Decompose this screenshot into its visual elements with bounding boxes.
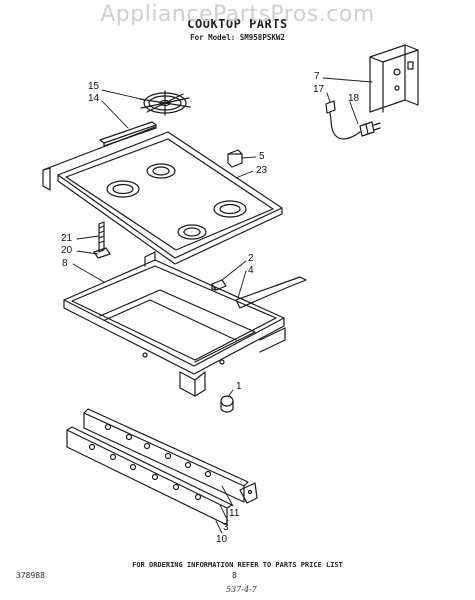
- burner-grate: [139, 90, 191, 116]
- wire-harness: [235, 276, 307, 309]
- catalog-number: 378988: [16, 571, 45, 580]
- burner-box-pan: [63, 251, 286, 397]
- callout-label: 15: [88, 81, 100, 92]
- control-knob: [220, 395, 234, 413]
- handwritten-mark: 537-4-7: [226, 585, 257, 594]
- side-box-bracket: [369, 44, 419, 113]
- small-bracket: [227, 149, 243, 168]
- callout-label: 18: [348, 93, 360, 104]
- callout-label: 2: [248, 253, 254, 264]
- callout-label: 1: [236, 381, 242, 392]
- callout-label: 21: [61, 233, 73, 244]
- front-manifold-panel: [83, 408, 249, 503]
- callout-label: 11: [229, 508, 240, 519]
- callout-label: 20: [61, 245, 73, 256]
- page-title: COOKTOP PARTS: [187, 17, 288, 31]
- ordering-info-note: FOR ORDERING INFORMATION REFER TO PARTS …: [132, 561, 343, 569]
- callout-label: 23: [256, 165, 268, 176]
- callout-label: 4: [248, 265, 254, 276]
- callout-label: 8: [62, 258, 68, 269]
- callout-label: 7: [314, 71, 320, 82]
- mounting-screw: [93, 221, 111, 259]
- callout-leader-lines: [72, 77, 373, 534]
- page-number: 8: [232, 571, 237, 580]
- igniter-switch-assembly: [325, 100, 381, 140]
- callout-label: 3: [223, 522, 229, 533]
- rear-trim-strip: [99, 121, 157, 147]
- callout-label: 14: [88, 93, 100, 104]
- end-bracket: [239, 482, 258, 504]
- callout-label: 5: [259, 151, 265, 162]
- model-number: For Model: SM958PSKW2: [190, 33, 285, 42]
- callout-label: 10: [216, 534, 228, 545]
- cooktop-panel: [42, 126, 283, 265]
- callout-label: 17: [313, 84, 325, 95]
